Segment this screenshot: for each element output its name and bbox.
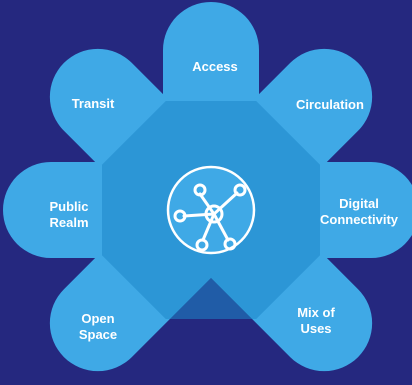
petal-label-mix-of-uses: Mix of Uses — [297, 305, 335, 336]
petal-label-circulation: Circulation — [296, 97, 364, 112]
network-node-icon — [173, 183, 247, 252]
petal-label-transit: Transit — [71, 96, 115, 111]
petal-label-public-realm: Public Realm — [49, 199, 89, 230]
petal-label-digital-connectivity: Digital Connectivity — [319, 196, 399, 227]
petal-label-open-space: Open Space — [78, 311, 118, 342]
petal-label-access: Access — [192, 59, 238, 74]
hub — [166, 165, 256, 255]
